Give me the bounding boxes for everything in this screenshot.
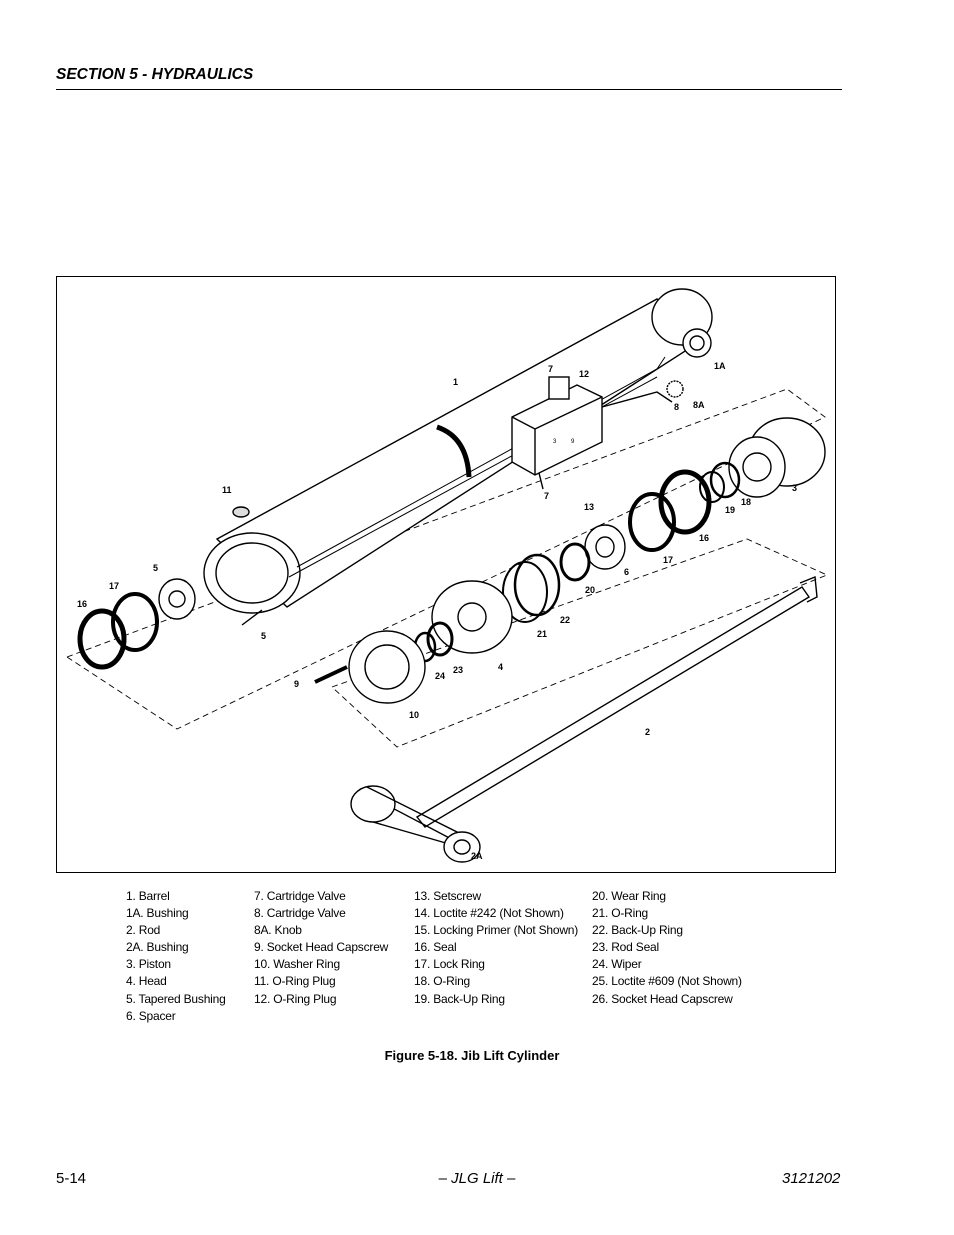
footer-center-text: – JLG Lift – xyxy=(438,1170,516,1187)
legend-item: 18. O-Ring xyxy=(414,974,471,989)
callout-6: 6 xyxy=(624,567,629,577)
legend-item: 1. Barrel xyxy=(126,889,170,903)
legend-item: 20. Wear Ring xyxy=(592,889,666,903)
callout-11: 11 xyxy=(222,485,232,495)
legend-item: 2A. Bushing xyxy=(126,940,189,955)
legend-item: 8A. Knob xyxy=(254,923,302,938)
callout-17-left: 17 xyxy=(109,581,119,591)
callout-19: 19 xyxy=(725,505,735,515)
callout-7-top: 7 xyxy=(548,364,553,374)
legend-item: 21. O-Ring xyxy=(592,906,649,921)
callout-16-right: 16 xyxy=(699,533,709,543)
figure-frame: 1 1A 2 2A 3 4 5 5 6 7 7 8 8A 9 10 11 12 … xyxy=(56,276,836,873)
legend-item: 7. Cartridge Valve xyxy=(254,889,346,903)
legend-column-1: 1. Barrel 1A. Bushing 2. Rod 2A. Bushing… xyxy=(126,888,226,1025)
legend-item: 10. Washer Ring xyxy=(254,957,340,972)
legend-item: 15. Locking Primer (Not Shown) xyxy=(414,923,579,938)
legend-item: 5. Tapered Bushing xyxy=(126,991,226,1006)
callout-3: 3 xyxy=(792,483,797,493)
callout-12: 12 xyxy=(579,369,589,379)
callout-17-right: 17 xyxy=(663,555,673,565)
footer-page-number: 5-14 xyxy=(56,1170,87,1187)
callout-valve-3: 3 xyxy=(553,439,557,445)
legend-item: 25. Loctite #609 (Not Shown) xyxy=(592,974,742,989)
legend-item: 9. Socket Head Capscrew xyxy=(254,940,389,955)
callout-1: 1 xyxy=(453,377,458,387)
legend-item: 6. Spacer xyxy=(126,1008,176,1023)
callout-8: 8 xyxy=(674,402,679,412)
legend-item: 4. Head xyxy=(126,974,167,989)
callout-13: 13 xyxy=(584,502,594,512)
legend-item: 16. Seal xyxy=(414,940,457,955)
callout-10: 10 xyxy=(409,710,419,720)
callout-8a: 8A xyxy=(693,400,705,410)
legend-item: 1A. Bushing xyxy=(126,906,189,921)
callout-9: 9 xyxy=(294,679,299,689)
legend-column-4: 20. Wear Ring 21. O-Ring 22. Back-Up Rin… xyxy=(592,888,742,1008)
callout-16-left: 16 xyxy=(77,599,87,609)
legend-column-2: 7. Cartridge Valve 8. Cartridge Valve 8A… xyxy=(254,888,388,1008)
callout-23: 23 xyxy=(453,665,463,675)
legend-item: 26. Socket Head Capscrew xyxy=(592,991,733,1006)
callout-18: 18 xyxy=(741,497,751,507)
legend-item: 17. Lock Ring xyxy=(414,957,485,972)
legend-item: 22. Back-Up Ring xyxy=(592,923,683,938)
legend-item: 23. Rod Seal xyxy=(592,940,659,955)
section-header: SECTION 5 - HYDRAULICS xyxy=(56,66,254,83)
legend-item: 13. Setscrew xyxy=(414,889,481,903)
legend-item: 11. O-Ring Plug xyxy=(254,974,336,989)
legend-item: 14. Loctite #242 (Not Shown) xyxy=(414,906,564,921)
callout-2a: 2A xyxy=(471,851,483,861)
legend-item: 19. Back-Up Ring xyxy=(414,991,505,1006)
callout-22: 22 xyxy=(560,615,570,625)
footer-doc-number: 3121202 xyxy=(782,1170,841,1187)
figure-caption: Figure 5-18. Jib Lift Cylinder xyxy=(0,1048,954,1063)
callout-4: 4 xyxy=(498,662,503,672)
callout-1a: 1A xyxy=(714,361,726,371)
legend-item: 3. Piston xyxy=(126,957,171,972)
callout-21: 21 xyxy=(537,629,547,639)
legend-column-3: 13. Setscrew 14. Loctite #242 (Not Shown… xyxy=(414,888,578,1008)
legend-item: 12. O-Ring Plug xyxy=(254,991,337,1006)
callout-24: 24 xyxy=(435,671,445,681)
header-rule xyxy=(56,89,842,90)
callout-valve-9: 9 xyxy=(571,439,575,445)
legend-item: 8. Cartridge Valve xyxy=(254,906,346,921)
callout-7-bottom: 7 xyxy=(544,491,549,501)
footer-center: – JLG Lift – xyxy=(0,1170,954,1187)
callout-2: 2 xyxy=(645,727,650,737)
jib-lift-cylinder-drawing: 1 1A 2 2A 3 4 5 5 6 7 7 8 8A 9 10 11 12 … xyxy=(66,288,829,863)
callout-5-top: 5 xyxy=(153,563,158,573)
figure-caption-text: Figure 5-18. Jib Lift Cylinder xyxy=(384,1048,560,1063)
callout-20: 20 xyxy=(585,585,595,595)
legend-item: 24. Wiper xyxy=(592,957,642,972)
callout-5-bottom: 5 xyxy=(261,631,266,641)
legend-item: 2. Rod xyxy=(126,923,161,938)
